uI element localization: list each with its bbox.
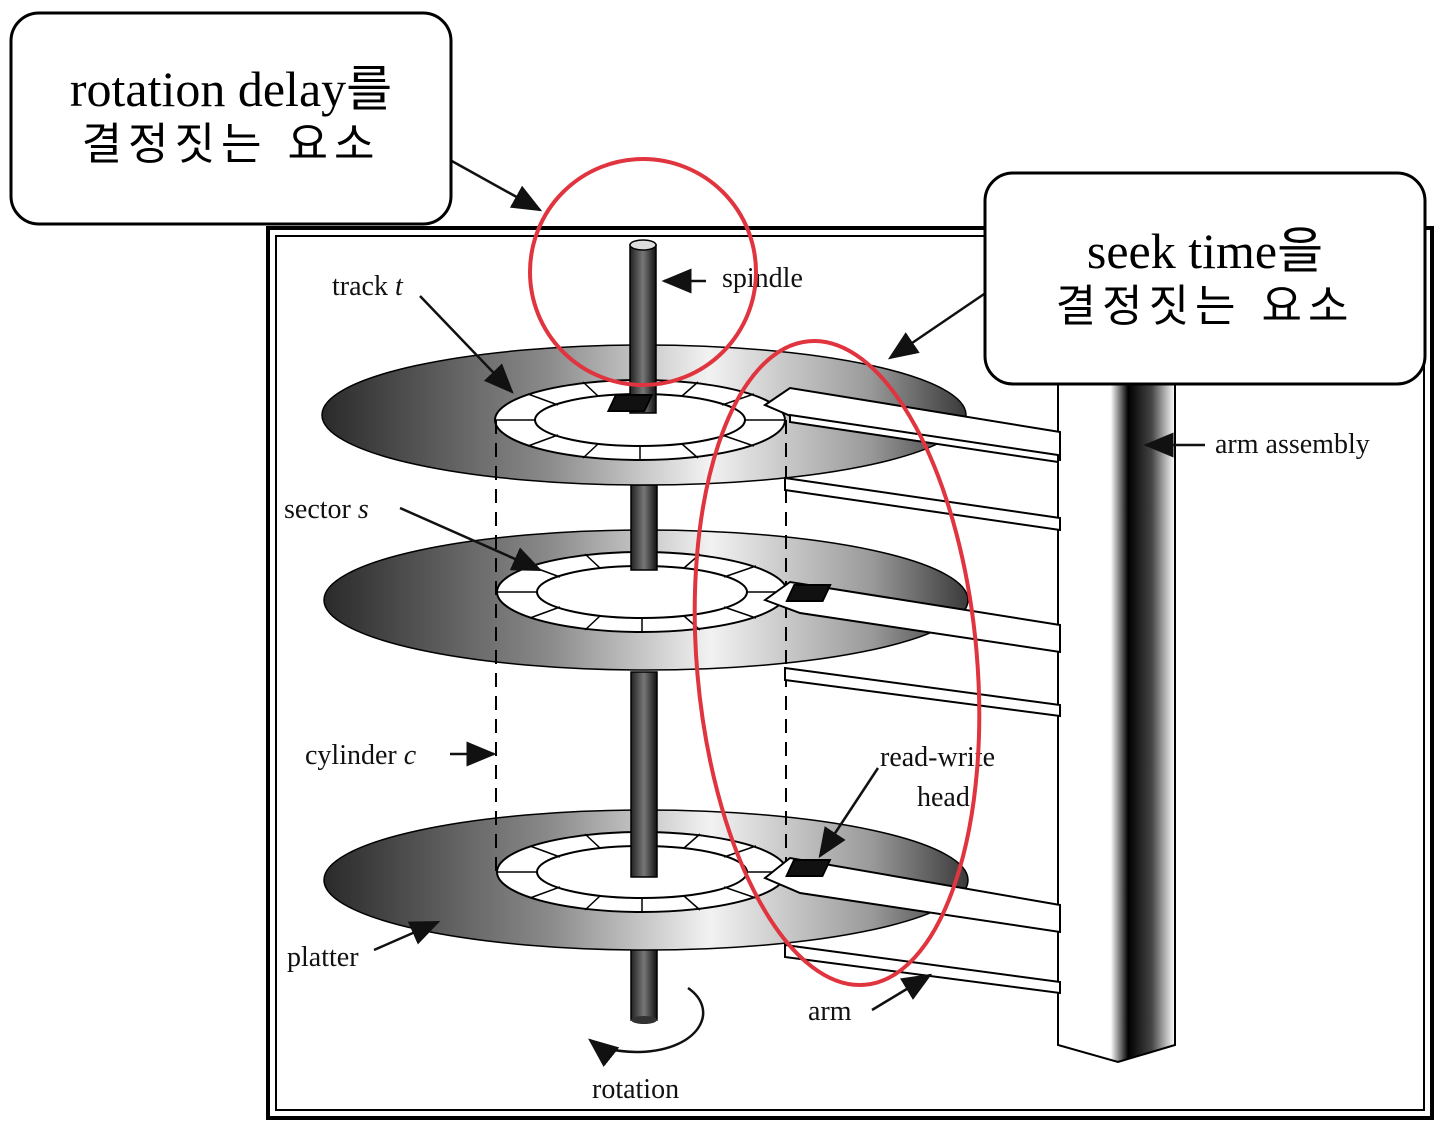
read-write-head-middle — [785, 584, 832, 602]
rotation-arrow — [588, 986, 705, 1067]
label-track: track t — [332, 271, 404, 302]
spindle-bottom — [630, 944, 658, 1021]
label-sector: sector s — [284, 494, 369, 525]
highlight-heads-ellipse — [692, 338, 982, 988]
label-arm-assembly: arm assembly — [1215, 429, 1370, 460]
callout-seek-text: seek time을 결정짓는 요소 — [985, 222, 1425, 333]
frame-outer — [266, 226, 1434, 1120]
spindle-upper — [630, 484, 658, 571]
read-write-head-bottom — [785, 859, 832, 877]
callout-rotation-text: rotation delay를 결정짓는 요소 — [11, 60, 451, 171]
callout-seek-line1: seek time을 — [1086, 223, 1324, 279]
label-cylinder: cylinder c — [305, 740, 417, 771]
cylinder-outline — [495, 420, 787, 872]
label-head: head — [917, 782, 970, 813]
label-platter: platter — [287, 942, 359, 973]
read-write-head-top — [606, 394, 654, 412]
platter-top — [321, 344, 967, 486]
arm-middle — [762, 580, 1061, 718]
callout-seek-box — [983, 171, 1427, 386]
label-arm: arm — [808, 996, 852, 1027]
label-spindle: spindle — [722, 263, 803, 294]
spindle-middle — [630, 671, 658, 878]
arm-bottom — [763, 856, 1061, 995]
label-arrows — [373, 158, 1205, 1012]
sector-ticks-top — [495, 380, 785, 460]
callout-rotation-line1: rotation delay를 — [69, 61, 393, 117]
highlight-spindle-circle — [528, 157, 758, 387]
label-rotation: rotation — [592, 1074, 679, 1105]
platter-middle — [323, 529, 969, 671]
callout-seek-line2: 결정짓는 요소 — [1055, 281, 1355, 332]
callout-rotation-box — [9, 11, 453, 226]
spindle-top — [629, 244, 657, 414]
frame-inner — [275, 235, 1425, 1111]
callout-rotation-line2: 결정짓는 요소 — [81, 119, 381, 170]
arm-assembly-column — [1057, 369, 1176, 1064]
